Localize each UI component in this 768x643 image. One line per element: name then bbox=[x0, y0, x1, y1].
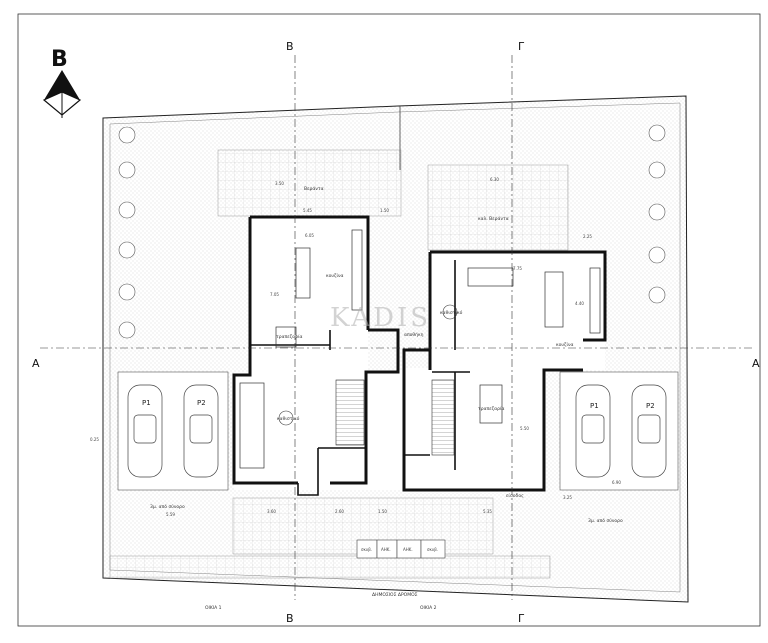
left-verandah-paving bbox=[217, 149, 402, 217]
dim-label: 0.25 bbox=[90, 437, 99, 442]
left-kitchen-island bbox=[295, 247, 311, 299]
parking-p2-right: P2 bbox=[646, 402, 655, 410]
left-house-inner-walls bbox=[250, 330, 367, 496]
dim-label: 3.50 bbox=[275, 181, 284, 186]
room-left-dining: τραπεζαρία bbox=[276, 333, 302, 340]
right-kitchen-counter bbox=[589, 267, 601, 334]
dim-label: 5.35 bbox=[483, 509, 492, 514]
dim-label: 6.30 bbox=[490, 177, 499, 182]
house1-label: ΟΙΚΙΑ 1 bbox=[205, 605, 222, 611]
room-right-verandah: καλ. Βεράντα bbox=[478, 215, 509, 222]
right-house-lower-fill bbox=[404, 368, 544, 493]
strip-cell-4: σκυβ. bbox=[427, 547, 438, 552]
dim-label: 1.50 bbox=[380, 208, 389, 213]
right-house-inner-walls bbox=[404, 260, 470, 470]
north-arrow-icon bbox=[42, 70, 82, 118]
parking-p2-left: P2 bbox=[197, 399, 206, 407]
car-p2-right bbox=[631, 384, 667, 478]
road-label: ΔΗΜΟΣΙΟΣ ΔΡΟΜΟΣ bbox=[372, 592, 418, 598]
dim-label: 6.05 bbox=[305, 233, 314, 238]
dim-label: 1.50 bbox=[378, 509, 387, 514]
right-verandah-paving bbox=[427, 164, 569, 251]
left-house-lower-fill bbox=[234, 372, 404, 490]
left-parking-pad bbox=[117, 371, 229, 491]
dim-label: 5.50 bbox=[520, 426, 529, 431]
right-house-walls bbox=[402, 250, 607, 492]
dim-label: 3.60 bbox=[267, 509, 276, 514]
right-coffee-table bbox=[442, 304, 458, 320]
watermark: KADIS bbox=[330, 303, 431, 333]
dim-label: 4.40 bbox=[575, 301, 584, 306]
left-sofa bbox=[239, 382, 265, 469]
left-stairs bbox=[335, 379, 365, 446]
room-right-kitchen: κουζίνα bbox=[556, 341, 573, 348]
right-kitchen-island bbox=[544, 271, 564, 328]
dim-label: 5.45 bbox=[303, 208, 312, 213]
setback-left-label: 3μ. από σύνορο bbox=[150, 503, 185, 510]
section-label-g-top: Γ bbox=[518, 40, 525, 53]
section-label-a-left: Α bbox=[32, 357, 40, 370]
left-house-upper-fill bbox=[250, 217, 368, 375]
left-house bbox=[232, 215, 404, 496]
house2-label: ΟΙΚΙΑ 2 bbox=[420, 605, 437, 611]
parking-p1-left: P1 bbox=[142, 399, 151, 407]
car-p1-left bbox=[127, 384, 163, 478]
strip-cell-2: ΑΗΚ. bbox=[381, 547, 391, 552]
room-right-dining: τραπεζαρία bbox=[478, 405, 504, 412]
section-label-g-bottom: Γ bbox=[518, 612, 525, 625]
room-left-kitchen: κουζίνα bbox=[326, 272, 343, 279]
car-p2-left bbox=[183, 384, 219, 478]
dim-label: 5.59 bbox=[166, 512, 175, 517]
left-tree-row bbox=[118, 126, 136, 339]
strip-cell-3: ΑΗΚ. bbox=[403, 547, 413, 552]
utility-strip bbox=[356, 539, 446, 559]
left-kitchen-counter bbox=[351, 229, 363, 311]
dim-label: 7.75 bbox=[513, 266, 522, 271]
right-parking-pad bbox=[559, 371, 679, 491]
right-dining-table bbox=[479, 384, 503, 424]
setback-right-label: 3μ. από σύνορο bbox=[588, 517, 623, 524]
dim-label: 2.60 bbox=[335, 509, 344, 514]
right-house bbox=[402, 250, 607, 493]
dim-label: 3.25 bbox=[563, 495, 572, 500]
right-sofa bbox=[467, 267, 514, 287]
room-right-living: καθιστικό bbox=[440, 309, 463, 316]
room-left-verandah: Βεράντα bbox=[304, 185, 324, 192]
right-stairs bbox=[431, 379, 455, 456]
parking-p1-right: P1 bbox=[590, 402, 599, 410]
front-strip bbox=[109, 555, 551, 579]
room-right-entrance: είσοδος bbox=[506, 492, 524, 499]
north-label: B bbox=[51, 47, 68, 72]
section-label-b-top: Β bbox=[286, 40, 294, 53]
room-left-wc: αποθήκη bbox=[404, 331, 424, 338]
dim-label: 2.25 bbox=[583, 234, 592, 239]
car-p1-right bbox=[575, 384, 611, 478]
section-lines bbox=[40, 55, 752, 600]
plot-boundary-inner bbox=[109, 102, 681, 593]
section-label-a-right: Α bbox=[752, 357, 760, 370]
right-tree-row bbox=[648, 124, 666, 304]
room-left-living: καθιστικό bbox=[277, 415, 300, 422]
dim-label: 7.05 bbox=[270, 292, 279, 297]
dim-label: 6.90 bbox=[612, 480, 621, 485]
section-label-b-bottom: Β bbox=[286, 612, 294, 625]
strip-cell-1: σκυβ. bbox=[361, 547, 372, 552]
left-house-walls bbox=[232, 215, 400, 485]
left-dining-table bbox=[275, 326, 297, 348]
right-house-upper-fill bbox=[430, 252, 605, 370]
left-coffee-table bbox=[278, 410, 294, 426]
